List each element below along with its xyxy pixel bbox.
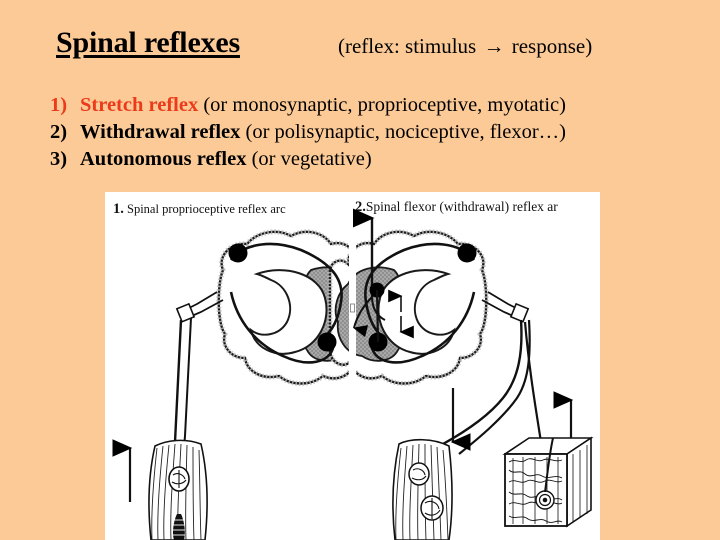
reflex-type-list: 1) Stretch reflex (or monosynaptic, propr… [50,92,690,173]
right-arrow-icon: → [483,34,505,58]
left-afferent-pathway [175,242,343,364]
dorsal-root-ganglion-right [457,243,477,263]
figure-caption-left: 1. Spinal proprioceptive reflex arc [113,201,286,218]
right-afferent-pathway [353,242,530,364]
list-item-number: 1) [50,94,68,116]
muscle-right [392,438,453,540]
ascending-tract-arrow [352,208,386,321]
list-item-detail: (or polisynaptic, nociceptive, flexor…) [240,121,567,143]
list-item: 2) Withdrawal reflex (or polisynaptic, no… [50,119,690,146]
list-item-detail: (or monosynaptic, proprioceptive, myotat… [198,94,566,116]
reflex-arc-figure: 1. Spinal proprioceptive reflex arc 2.Sp… [105,192,600,540]
motor-endplate-left [173,514,185,540]
muscle-receptor-upper-right [408,462,430,486]
list-item: 1) Stretch reflex (or monosynaptic, propr… [50,92,690,119]
figure-caption-right-number: 2. [355,199,366,215]
list-item-number: 2) [50,121,68,143]
motor-neuron-left [317,332,337,352]
page-title: Spinal reflexes [56,26,240,59]
figure-caption-left-text: Spinal proprioceptive reflex arc [123,202,286,216]
list-item-term: Stretch reflex [80,94,199,116]
list-item-term: Autonomous reflex [80,148,247,170]
spinal-nerve-sheath-left [175,302,196,323]
dorsal-root-ganglion-left [228,243,248,263]
skin-block-right [502,436,594,528]
figure-caption-right: 2.Spinal flexor (withdrawal) reflex ar [355,199,558,216]
subtitle-prefix: (reflex: stimulus [338,34,482,58]
reflex-arc-drawing [112,208,594,540]
figure-caption-left-number: 1. [113,201,124,217]
muscle-left [148,439,208,540]
list-item: 3) Autonomous reflex (or vegetative) [50,146,690,173]
central-canal-marker [350,303,355,313]
slide-subtitle: (reflex: stimulus → response) [338,34,592,59]
list-item-detail: (or vegetative) [246,148,372,170]
spinal-nerve-sheath-right [509,302,530,323]
list-item-number: 3) [50,148,68,170]
list-item-term: Withdrawal reflex [80,121,241,143]
subtitle-suffix: response) [506,34,593,58]
slide-heading: Spinal reflexes (reflex: stimulus → resp… [56,26,676,66]
figure-caption-right-text: Spinal flexor (withdrawal) reflex ar [365,199,558,214]
